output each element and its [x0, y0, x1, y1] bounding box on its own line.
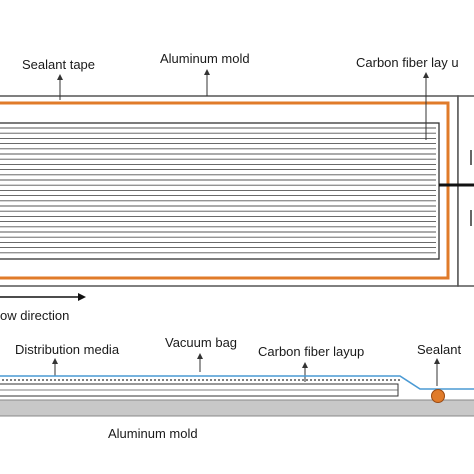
arrowhead-carbon-fiber-side [302, 362, 308, 368]
vacuum-bag-line [0, 375, 474, 390]
label-sealant-tape: Sealant tape [22, 57, 95, 72]
label-carbon-fiber-side: Carbon fiber layup [258, 344, 364, 359]
side-aluminum-mold [0, 399, 474, 417]
arrowhead-carbon-fiber-top [423, 72, 429, 78]
label-carbon-fiber-top: Carbon fiber lay u [356, 55, 459, 70]
fiber-lines [0, 127, 436, 254]
top-view: Sealant tape Aluminum mold Carbon fiber … [0, 51, 474, 323]
top-carbon-fiber-layup [0, 122, 440, 260]
label-vacuum-bag: Vacuum bag [165, 335, 237, 350]
top-sealant-tape [0, 101, 450, 280]
side-view: Distribution media Vacuum bag Carbon fib… [0, 335, 474, 441]
label-flow-direction: ow direction [0, 308, 69, 323]
arrowhead-aluminum-mold-top [204, 69, 210, 75]
label-distribution-media: Distribution media [15, 342, 120, 357]
arrowhead-vacuum-bag [197, 353, 203, 359]
label-aluminum-mold-side: Aluminum mold [108, 426, 198, 441]
arrowhead-sealant [434, 358, 440, 364]
top-mold-end-block [457, 95, 474, 287]
arrowhead-distribution-media [52, 358, 58, 364]
label-sealant: Sealant [417, 342, 461, 357]
arrowhead-sealant-tape [57, 74, 63, 80]
flow-direction-arrowhead [78, 293, 86, 301]
label-aluminum-mold-top: Aluminum mold [160, 51, 250, 66]
sealant-bead [431, 389, 445, 403]
